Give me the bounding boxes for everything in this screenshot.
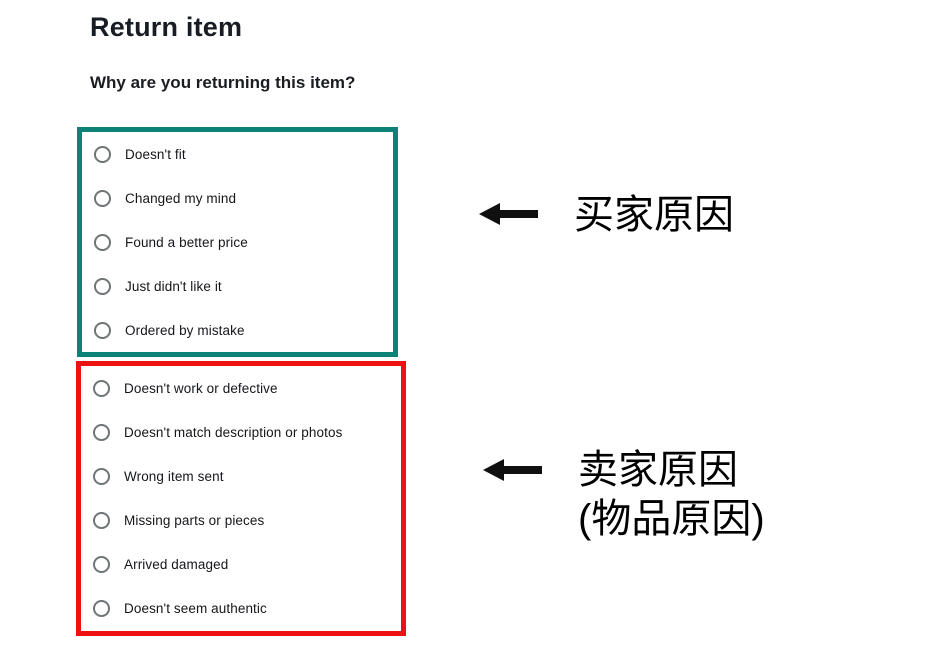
radio-button[interactable] xyxy=(93,556,110,574)
option-label: Missing parts or pieces xyxy=(124,513,265,529)
radio-button[interactable] xyxy=(93,467,110,485)
option-label: Just didn't like it xyxy=(125,278,222,294)
option-label: Found a better price xyxy=(125,234,248,250)
seller-reasons-annotation: 卖家原因 (物品原因) xyxy=(483,446,765,544)
option-label: Wrong item sent xyxy=(124,468,224,484)
left-arrow-icon xyxy=(479,203,538,225)
option-label: Arrived damaged xyxy=(124,557,229,573)
radio-option-found-better-price[interactable]: Found a better price xyxy=(82,220,393,264)
radio-button[interactable] xyxy=(93,423,110,441)
option-label: Ordered by mistake xyxy=(125,322,245,338)
annotation-text: 买家原因 xyxy=(574,191,734,240)
option-label: Doesn't seem authentic xyxy=(124,601,267,617)
annotation-line: (物品原因) xyxy=(578,497,765,541)
radio-button[interactable] xyxy=(93,512,110,530)
radio-option-missing-parts-or-pieces[interactable]: Missing parts or pieces xyxy=(81,499,401,543)
radio-button[interactable] xyxy=(94,233,111,251)
buyer-reasons-annotation: 买家原因 xyxy=(479,191,734,240)
return-reason-question: Why are you returning this item? xyxy=(90,73,356,92)
radio-option-doesnt-fit[interactable]: Doesn't fit xyxy=(82,132,393,176)
radio-button[interactable] xyxy=(94,189,111,207)
radio-button[interactable] xyxy=(94,145,111,163)
option-label: Changed my mind xyxy=(125,190,237,206)
option-label: Doesn't match description or photos xyxy=(124,424,343,440)
annotation-line: 卖家原因 xyxy=(578,448,738,492)
radio-option-doesnt-work-or-defective[interactable]: Doesn't work or defective xyxy=(81,366,401,410)
radio-option-changed-my-mind[interactable]: Changed my mind xyxy=(82,176,393,220)
radio-option-just-didnt-like-it[interactable]: Just didn't like it xyxy=(82,264,393,308)
left-arrow-icon xyxy=(483,459,542,481)
option-label: Doesn't fit xyxy=(125,146,186,162)
radio-button[interactable] xyxy=(93,600,110,618)
page-title: Return item xyxy=(90,12,243,42)
radio-button[interactable] xyxy=(93,379,110,397)
seller-reasons-group: Doesn't work or defective Doesn't match … xyxy=(76,361,406,636)
radio-option-wrong-item-sent[interactable]: Wrong item sent xyxy=(81,454,401,498)
option-label: Doesn't work or defective xyxy=(124,380,278,396)
annotation-text: 卖家原因 (物品原因) xyxy=(578,446,765,544)
radio-option-arrived-damaged[interactable]: Arrived damaged xyxy=(81,543,401,587)
radio-option-doesnt-match-description[interactable]: Doesn't match description or photos xyxy=(81,410,401,454)
annotation-line: 买家原因 xyxy=(574,193,734,237)
radio-option-ordered-by-mistake[interactable]: Ordered by mistake xyxy=(82,308,393,352)
radio-button[interactable] xyxy=(94,321,111,339)
radio-option-doesnt-seem-authentic[interactable]: Doesn't seem authentic xyxy=(81,587,401,631)
radio-button[interactable] xyxy=(94,277,111,295)
buyer-reasons-group: Doesn't fit Changed my mind Found a bett… xyxy=(77,127,398,357)
